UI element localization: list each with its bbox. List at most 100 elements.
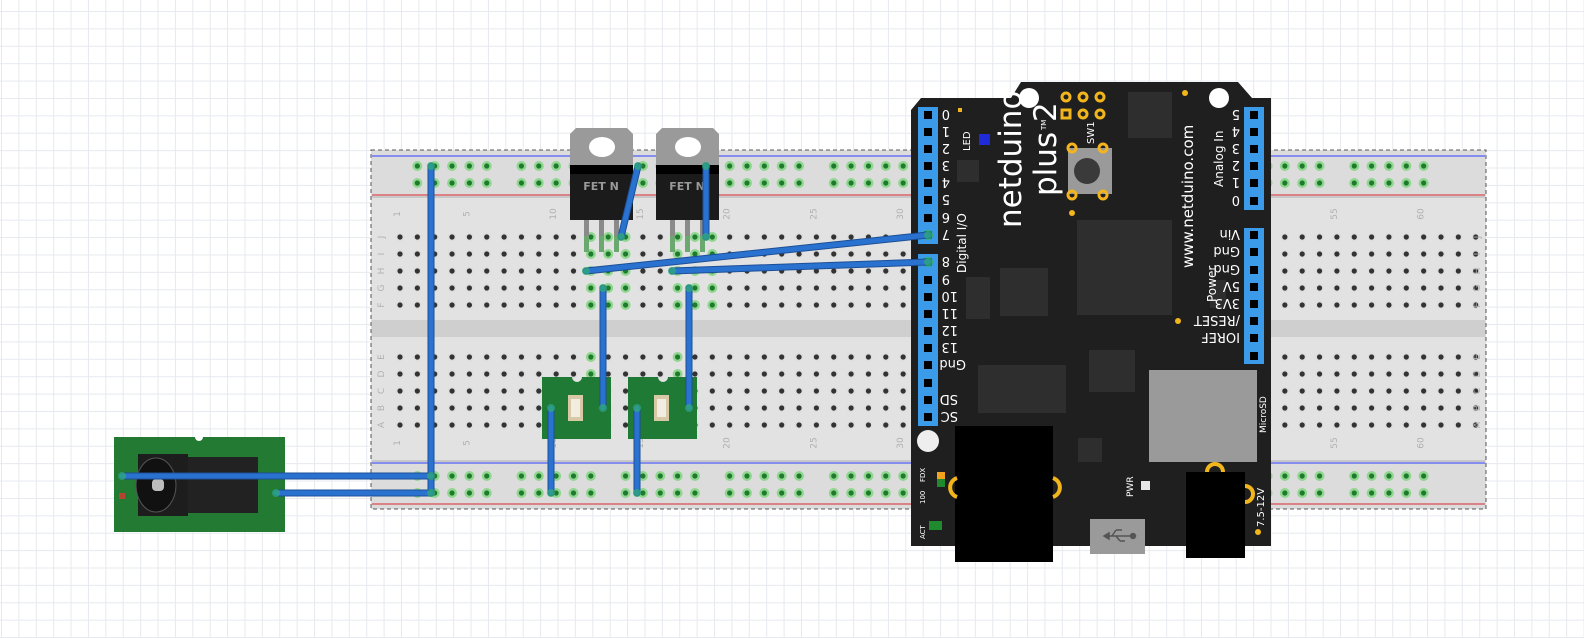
header-pin[interactable] bbox=[924, 310, 932, 318]
hole-contact bbox=[1334, 405, 1340, 411]
wire-endpoint[interactable] bbox=[599, 284, 607, 292]
header-pin[interactable] bbox=[924, 361, 932, 369]
hole-contact bbox=[848, 473, 854, 479]
header-pin[interactable] bbox=[1250, 266, 1258, 274]
hole-contact bbox=[1282, 302, 1288, 308]
wire-endpoint[interactable] bbox=[617, 233, 625, 241]
wire-endpoint[interactable] bbox=[427, 489, 435, 497]
analog-pin-label: 2 bbox=[1232, 157, 1240, 172]
header-pin[interactable] bbox=[1250, 162, 1258, 170]
row-label: E bbox=[377, 354, 387, 360]
header-pin[interactable] bbox=[924, 396, 932, 404]
hole-contact bbox=[883, 490, 889, 496]
hole-contact bbox=[796, 473, 802, 479]
hole-contact bbox=[518, 163, 525, 169]
wire-endpoint[interactable] bbox=[924, 231, 932, 239]
header-pin[interactable] bbox=[924, 327, 932, 335]
hole-contact bbox=[813, 234, 820, 240]
dc-power-jack[interactable] bbox=[114, 437, 285, 532]
header-pin[interactable] bbox=[924, 162, 932, 170]
wire-endpoint[interactable] bbox=[118, 472, 126, 480]
led-module-1[interactable] bbox=[542, 377, 611, 439]
header-pin[interactable] bbox=[1250, 317, 1258, 325]
header-pin[interactable] bbox=[1250, 334, 1258, 342]
header-pin[interactable] bbox=[924, 214, 932, 222]
wire[interactable] bbox=[583, 232, 931, 274]
mosfet-q1[interactable]: FET N bbox=[570, 128, 633, 252]
digital-pin-label: 4 bbox=[942, 174, 950, 189]
reset-switch[interactable] bbox=[1066, 142, 1112, 201]
column-label: 25 bbox=[809, 208, 819, 219]
hole-contact bbox=[865, 388, 872, 394]
header-pin[interactable] bbox=[1250, 352, 1258, 360]
header-pin[interactable] bbox=[1250, 128, 1258, 136]
hole-contact bbox=[848, 490, 854, 496]
header-pin[interactable] bbox=[924, 128, 932, 136]
wire[interactable] bbox=[669, 259, 931, 274]
hole-contact bbox=[536, 268, 542, 274]
hole-contact bbox=[622, 422, 629, 428]
hole-contact bbox=[1369, 354, 1375, 360]
header-pin[interactable] bbox=[1250, 283, 1258, 291]
wire-endpoint[interactable] bbox=[582, 267, 590, 275]
hole-contact bbox=[675, 354, 681, 360]
wire-endpoint[interactable] bbox=[272, 489, 280, 497]
microsd-label: MicroSD bbox=[1259, 396, 1269, 433]
header-pin[interactable] bbox=[1250, 231, 1258, 239]
header-pin[interactable] bbox=[924, 379, 932, 387]
column-label: 15 bbox=[636, 208, 646, 219]
header-pin[interactable] bbox=[1250, 145, 1258, 153]
wire-endpoint[interactable] bbox=[633, 489, 641, 497]
header-pin[interactable] bbox=[924, 293, 932, 301]
hole-contact bbox=[1473, 251, 1479, 257]
wire-endpoint[interactable] bbox=[685, 404, 693, 412]
wire-endpoint[interactable] bbox=[634, 162, 642, 170]
header-pin[interactable] bbox=[924, 413, 932, 421]
power-pin-label: /RESET bbox=[1194, 312, 1240, 327]
wire-endpoint[interactable] bbox=[685, 284, 693, 292]
header-pin[interactable] bbox=[924, 196, 932, 204]
led-module-2[interactable] bbox=[628, 377, 697, 439]
hole-contact bbox=[796, 388, 802, 394]
header-pin[interactable] bbox=[924, 111, 932, 119]
digital-header-lower bbox=[918, 254, 938, 426]
header-pin[interactable] bbox=[1250, 300, 1258, 308]
header-pin[interactable] bbox=[1250, 197, 1258, 205]
wire-endpoint[interactable] bbox=[427, 472, 435, 480]
row-label: A bbox=[377, 421, 387, 428]
wire-endpoint[interactable] bbox=[702, 162, 710, 170]
hole-contact bbox=[1351, 234, 1357, 240]
hole-contact bbox=[727, 422, 733, 428]
hole-contact bbox=[484, 163, 490, 169]
hole-contact bbox=[1316, 405, 1323, 411]
wire-endpoint[interactable] bbox=[547, 489, 555, 497]
wire-endpoint[interactable] bbox=[702, 233, 710, 241]
header-pin[interactable] bbox=[924, 276, 932, 284]
wire-endpoint[interactable] bbox=[633, 404, 641, 412]
header-pin[interactable] bbox=[1250, 111, 1258, 119]
hole-contact bbox=[675, 251, 681, 257]
wire[interactable] bbox=[618, 163, 641, 240]
hole-contact bbox=[883, 285, 889, 291]
header-pin[interactable] bbox=[1250, 179, 1258, 187]
hole-contact bbox=[1421, 490, 1427, 496]
wire-endpoint[interactable] bbox=[599, 404, 607, 412]
analog-pin-label: 3 bbox=[1232, 140, 1240, 155]
wire-endpoint[interactable] bbox=[668, 267, 676, 275]
wire-endpoint[interactable] bbox=[924, 258, 932, 266]
hole-contact bbox=[414, 371, 420, 377]
hole-contact bbox=[1403, 268, 1409, 274]
header-pin[interactable] bbox=[924, 145, 932, 153]
hole-contact bbox=[518, 354, 525, 360]
netduino-plus-2-board[interactable]: SW1 LED netduino plus 2 TM www.netduino.… bbox=[911, 82, 1271, 562]
digital-pin-label: SC bbox=[941, 408, 958, 423]
analog-pin-label: 1 bbox=[1232, 174, 1240, 189]
hole-contact bbox=[397, 405, 403, 411]
column-label: 30 bbox=[896, 437, 906, 449]
header-pin[interactable] bbox=[924, 179, 932, 187]
header-pin[interactable] bbox=[1250, 248, 1258, 256]
wire-endpoint[interactable] bbox=[547, 404, 555, 412]
wire-endpoint[interactable] bbox=[427, 162, 435, 170]
header-pin[interactable] bbox=[924, 344, 932, 352]
hole-contact bbox=[1316, 422, 1323, 428]
